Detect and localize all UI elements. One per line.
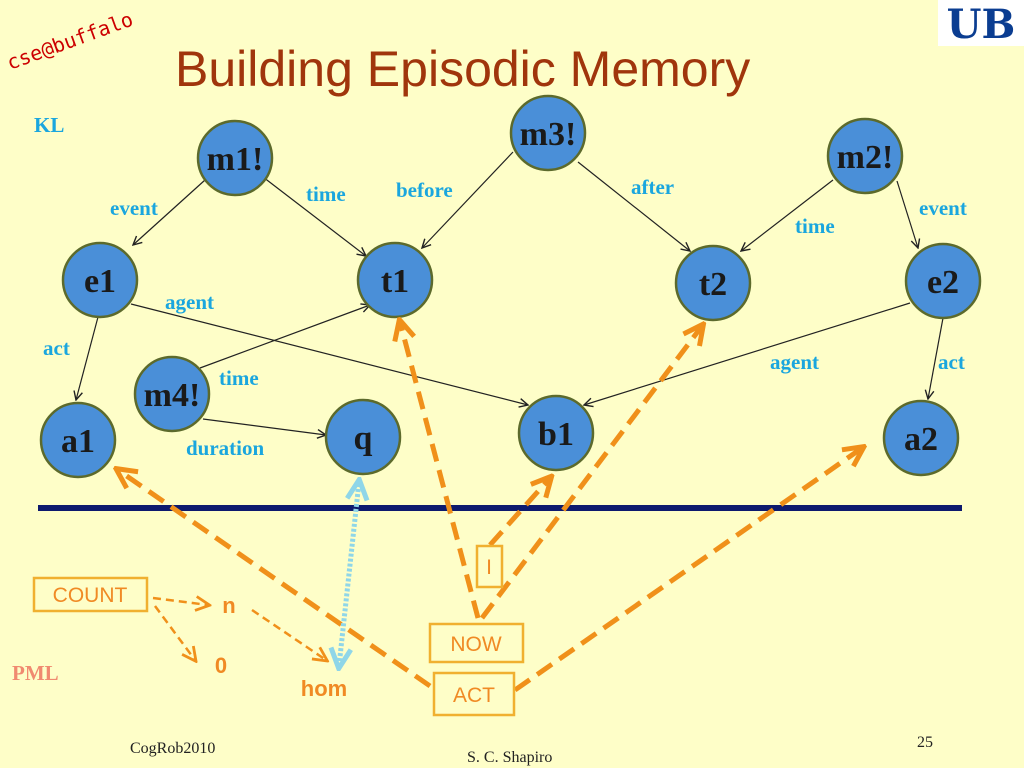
pml-n: n (222, 593, 235, 618)
svg-text:m3!: m3! (520, 116, 577, 153)
label-m4-time: time (219, 366, 259, 390)
label-m2-time: time (795, 214, 835, 238)
link-now-t2 (480, 326, 702, 620)
link-n-hom (251, 608, 326, 660)
svg-text:t2: t2 (699, 266, 727, 303)
edge-m4-q (202, 418, 326, 435)
node-q[interactable]: q (324, 398, 402, 476)
link-count-n (152, 598, 208, 605)
page-number: 25 (917, 734, 933, 751)
svg-text:q: q (354, 420, 373, 457)
svg-text:t1: t1 (381, 263, 409, 300)
svg-text:COUNT: COUNT (53, 584, 128, 607)
svg-text:m2!: m2! (837, 139, 894, 176)
node-m4[interactable]: m4! (133, 355, 211, 433)
edge-m4-t1 (199, 305, 370, 369)
node-b1[interactable]: b1 (517, 394, 595, 472)
label-m1-event: event (110, 196, 158, 220)
svg-text:m4!: m4! (144, 377, 201, 414)
node-e1[interactable]: e1 (61, 241, 139, 319)
node-a2[interactable]: a2 (882, 399, 960, 477)
edge-m3-t1 (422, 151, 514, 248)
label-m2-event: event (919, 196, 967, 220)
node-m3[interactable]: m3! (509, 94, 587, 172)
svg-text:I: I (486, 556, 492, 579)
edge-labels: event time before after time event agent… (43, 175, 967, 460)
label-e2-act: act (938, 350, 965, 374)
pml-hom: hom (301, 676, 347, 701)
link-now-t1 (400, 322, 481, 619)
svg-text:m1!: m1! (207, 141, 264, 178)
label-e2-agent: agent (770, 350, 819, 374)
link-act-a2 (513, 448, 862, 693)
svg-text:a1: a1 (61, 423, 95, 460)
svg-text:UB: UB (947, 1, 1016, 48)
slide-title: Building Episodic Memory (175, 41, 750, 97)
node-e2[interactable]: e2 (904, 242, 982, 320)
edge-m2-e2 (896, 180, 918, 248)
edge-m1-e1 (133, 179, 206, 245)
label-e1-act: act (43, 336, 70, 360)
edge-e1-a1 (76, 316, 99, 400)
edge-m3-t2 (577, 161, 690, 251)
edge-e2-b1 (584, 302, 911, 405)
link-count-zero (153, 605, 195, 660)
node-a1[interactable]: a1 (39, 401, 117, 479)
label-m3-before: before (396, 178, 453, 202)
ub-logo: UB (938, 0, 1024, 48)
link-act-a1 (118, 470, 432, 689)
link-i-b1 (488, 478, 550, 547)
svg-text:e1: e1 (84, 263, 116, 300)
kl-nodes: m1! m3! m2! e1 t1 t2 e2 m4! a1 q b1 a2 (39, 94, 982, 479)
link-hom-q (339, 482, 359, 666)
footer-left: CogRob2010 (130, 740, 215, 757)
label-e1-agent: agent (165, 290, 214, 314)
footer-center: S. C. Shapiro (467, 749, 552, 766)
edge-e2-a2 (928, 317, 944, 399)
kl-edges (76, 151, 944, 435)
edge-e1-b1 (130, 303, 528, 405)
svg-text:e2: e2 (927, 264, 959, 301)
svg-text:NOW: NOW (450, 633, 502, 656)
node-m1[interactable]: m1! (196, 119, 274, 197)
label-m1-time: time (306, 182, 346, 206)
svg-text:b1: b1 (538, 416, 574, 453)
kl-layer-label: KL (34, 113, 64, 137)
label-m3-after: after (631, 175, 674, 199)
now-box[interactable]: NOW (428, 622, 525, 664)
i-box[interactable]: I (475, 544, 504, 589)
node-m2[interactable]: m2! (826, 117, 904, 195)
node-t1[interactable]: t1 (356, 241, 434, 319)
brand-tag: cse@buffalo (4, 7, 137, 75)
edge-m2-t2 (741, 179, 834, 251)
pml-layer-label: PML (12, 661, 59, 685)
svg-text:ACT: ACT (453, 684, 495, 707)
count-box[interactable]: COUNT (32, 576, 149, 613)
pml-zero: 0 (215, 653, 227, 678)
pml-links (118, 322, 862, 693)
edge-m1-t1 (262, 176, 366, 256)
svg-text:a2: a2 (904, 421, 938, 458)
node-t2[interactable]: t2 (674, 244, 752, 322)
act-box[interactable]: ACT (432, 671, 516, 717)
label-m4-duration: duration (186, 436, 265, 460)
